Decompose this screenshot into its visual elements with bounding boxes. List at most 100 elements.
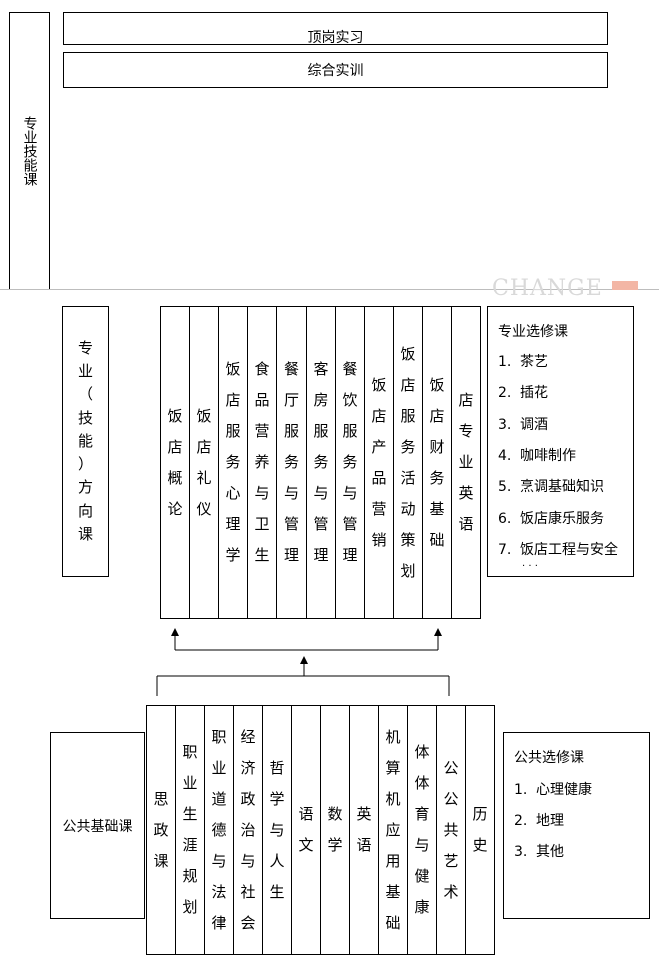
specialty-elective-text: 调酒 (520, 416, 548, 433)
specialty-elective-item: 1.茶艺 (498, 351, 548, 371)
public-course-char: 术 (443, 882, 459, 901)
specialty-course-column: 店专业英语 (451, 306, 481, 619)
specialty-course-char: 理 (342, 546, 358, 564)
public-course-char: 生 (182, 805, 198, 823)
public-course-char: 法 (211, 882, 227, 901)
public-elective-item: 3. 其他 (514, 841, 564, 861)
specialty-course-char: 务 (429, 468, 445, 487)
public-course-char: 共 (443, 820, 459, 839)
public-course-column: 职业生涯规划 (175, 705, 205, 955)
specialty-side-char: 技 (77, 408, 93, 427)
public-basic-label-text: 公共基础课 (62, 818, 133, 835)
specialty-elective-number: 2. (498, 385, 512, 402)
specialty-side-char: 课 (77, 524, 93, 543)
specialty-course-char: 仪 (196, 499, 212, 518)
public-elective-number: 2. (514, 813, 528, 829)
specialty-course-char: 理 (313, 546, 329, 564)
specialty-course-column: 饭店礼仪 (189, 306, 219, 619)
specialty-course-char: 厅 (283, 391, 299, 409)
public-elective-item: 1. 心理健康 (514, 779, 592, 799)
specialty-course-char: 策 (400, 530, 416, 549)
public-elective-number: 3. (514, 844, 528, 860)
specialty-course-char: 饭 (225, 360, 241, 378)
public-course-char: 体 (414, 774, 430, 792)
public-course-char: 涯 (182, 836, 198, 854)
specialty-elective-number: 4. (498, 447, 512, 464)
specialty-course-char: 餐 (342, 360, 358, 378)
specialty-course-char: 与 (283, 484, 299, 502)
public-course-char: 与 (414, 836, 430, 854)
public-course-column: 公公共艺术 (436, 705, 466, 955)
specialty-course-char: 学 (225, 546, 241, 564)
specialty-course-char: 与 (254, 484, 270, 502)
specialty-course-char: 基 (429, 499, 445, 518)
public-course-char: 学 (327, 836, 343, 854)
specialty-course-char: 概 (167, 468, 183, 487)
skills-course-label-text: 专业技能课 (21, 116, 38, 186)
specialty-elective-text: 咖啡制作 (520, 447, 576, 464)
specialty-side-char: （ (77, 385, 93, 404)
public-course-column: 语文 (291, 705, 321, 955)
specialty-elective-item: 5. 烹调基础知识 (498, 476, 604, 496)
specialty-elective-number: 5. (498, 479, 512, 496)
public-course-char: 与 (240, 851, 256, 870)
specialty-course-char: 品 (371, 468, 387, 487)
specialty-course-char: 产 (371, 437, 387, 456)
specialty-course-column: 食品营养与卫生 (247, 306, 277, 619)
public-course-char: 经 (240, 727, 256, 746)
specialty-course-char: 务 (400, 437, 416, 456)
specialty-course-char: 论 (167, 499, 183, 518)
public-course-char: 学 (269, 789, 285, 808)
specialty-elective-text: 烹调基础知识 (520, 479, 604, 496)
specialty-elective-item: 7.饭店工程与安全 (498, 539, 618, 559)
specialty-course-char: 服 (283, 422, 299, 440)
specialty-elective-text: 饭店康乐服务 (520, 510, 604, 527)
specialty-course-char: 饭 (371, 375, 387, 394)
specialty-course-char: 务 (342, 453, 358, 471)
specialty-course-char: 管 (283, 515, 299, 533)
public-course-char: 康 (414, 898, 430, 916)
specialty-course-char: 财 (429, 437, 445, 456)
public-elective-number: 1. (514, 782, 528, 798)
specialty-course-char: 础 (429, 530, 445, 549)
specialty-elective-title: 专业选修课 (498, 324, 568, 340)
specialty-course-char: 食 (254, 360, 270, 378)
public-basic-label: 公共基础课 (50, 732, 145, 919)
specialty-side-char: 专 (77, 338, 93, 357)
specialty-course-char: 店 (400, 375, 416, 394)
specialty-course-column: 饭店服务活动策划 (393, 306, 423, 619)
public-course-column: 思政课 (146, 705, 176, 955)
public-course-char: 律 (211, 913, 227, 932)
public-course-char: 划 (182, 898, 198, 916)
specialty-course-char: 专 (458, 422, 474, 440)
public-elective-item: 2.地理 (514, 810, 564, 830)
specialty-course-char: 品 (254, 391, 270, 409)
specialty-course-char: 饭 (429, 375, 445, 394)
public-course-char: 济 (240, 758, 256, 777)
public-elective-text: 心理健康 (536, 782, 592, 798)
specialty-elective-item: 3.调酒 (498, 414, 548, 434)
public-elective-text: 其他 (536, 844, 564, 860)
public-course-char: 思 (153, 789, 169, 808)
page-break (0, 289, 659, 290)
specialty-elective-number: 6. (498, 510, 512, 527)
public-course-char: 德 (211, 820, 227, 839)
specialty-side-char: ） (77, 455, 93, 474)
public-course-char: 健 (414, 867, 430, 885)
specialty-side-char: 业 (77, 362, 93, 381)
specialty-course-char: 英 (458, 484, 474, 502)
specialty-course-char: 店 (196, 437, 212, 456)
specialty-course-char: 礼 (196, 468, 212, 487)
public-course-char: 用 (385, 851, 401, 870)
public-course-column: 历史 (465, 705, 495, 955)
public-course-char: 治 (240, 820, 256, 839)
specialty-course-char: 管 (313, 515, 329, 533)
public-course-char: 英 (356, 805, 372, 823)
specialty-course-char: 饭 (196, 406, 212, 425)
public-course-char: 业 (182, 774, 198, 792)
specialty-course-column: 餐饮服务与管理 (335, 306, 365, 619)
specialty-course-char: 理 (283, 546, 299, 564)
specialty-course-char: 务 (225, 453, 241, 471)
